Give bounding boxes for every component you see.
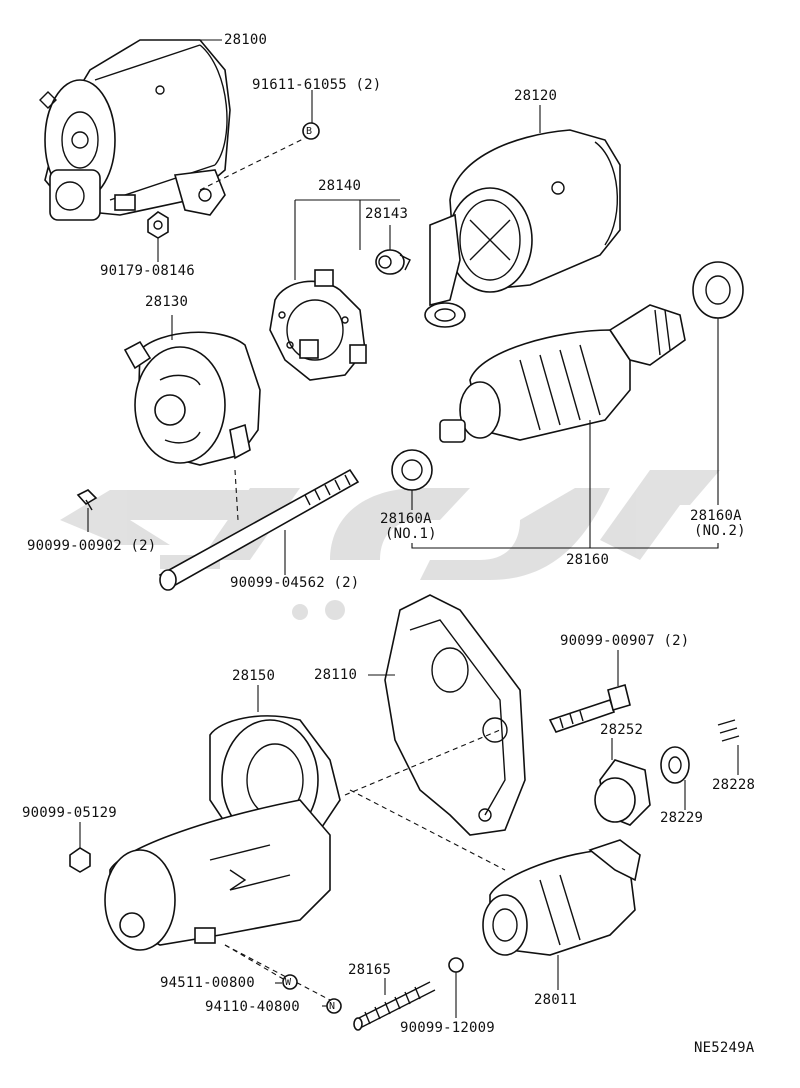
marker-n-circle [326, 998, 342, 1014]
label-28011: 28011 [534, 992, 578, 1008]
label-28143: 28143 [365, 206, 409, 222]
marker-n: N [329, 1001, 336, 1012]
label-94511-00800: 94511-00800 [160, 975, 255, 991]
ball-90099-12009 [448, 957, 464, 973]
marker-b: B [306, 126, 313, 137]
label-28252: 28252 [600, 722, 644, 738]
label-28100: 28100 [224, 32, 268, 48]
label-28130: 28130 [145, 294, 189, 310]
label-90099-00907: 90099-00907 (2) [560, 633, 690, 649]
magnetic-switch-28150 [104, 715, 341, 951]
field-frame-28120 [424, 129, 621, 328]
label-28160: 28160 [566, 552, 610, 568]
nut-90179 [147, 211, 169, 239]
bolt-90099-00907 [548, 683, 631, 733]
marker-b-circle [302, 122, 320, 140]
through-bolt-90099-04562 [158, 468, 360, 591]
label-28140: 28140 [318, 178, 362, 194]
marker-w: W [285, 977, 292, 988]
label-28165: 28165 [348, 962, 392, 978]
ring-28229 [660, 746, 690, 784]
spring-28143 [375, 249, 411, 275]
label-28110: 28110 [314, 667, 358, 683]
label-90099-04562: 90099-04562 (2) [230, 575, 360, 591]
label-91611-61055: 91611-61055 (2) [252, 77, 382, 93]
end-frame-28130 [123, 331, 261, 466]
nut-90099-05129 [69, 847, 91, 873]
label-28160A-no2: 28160A [690, 508, 742, 524]
bearing-28160A-no2 [692, 261, 744, 319]
label-94110-40800: 94110-40800 [205, 999, 300, 1015]
armature-28160 [439, 304, 686, 443]
label-90179-08146: 90179-08146 [100, 263, 195, 279]
label-90099-12009: 90099-12009 [400, 1020, 495, 1036]
label-90099-00902: 90099-00902 (2) [27, 538, 157, 554]
retainers-28228 [717, 719, 740, 742]
label-28160A-no2-sub: (NO.2) [694, 523, 746, 539]
housing-28110 [384, 594, 526, 836]
label-28150: 28150 [232, 668, 276, 684]
clutch-28252 [594, 759, 651, 826]
label-28160A-no1: 28160A [380, 511, 432, 527]
bearing-28160A-no1 [391, 449, 433, 491]
reference-code: NE5249A [694, 1040, 755, 1056]
label-28229: 28229 [660, 810, 704, 826]
watermark-logo [60, 470, 720, 620]
screw-90099-00902 [76, 489, 98, 511]
brush-holder-28140 [269, 269, 367, 381]
label-90099-05129: 90099-05129 [22, 805, 117, 821]
marker-w-circle [282, 974, 298, 990]
spring-28165 [353, 981, 436, 1031]
label-28228: 28228 [712, 777, 756, 793]
label-28160A-no1-sub: (NO.1) [385, 526, 437, 542]
label-28120: 28120 [514, 88, 558, 104]
pinion-28011 [482, 839, 641, 956]
starter-assembly-28100 [39, 39, 231, 221]
